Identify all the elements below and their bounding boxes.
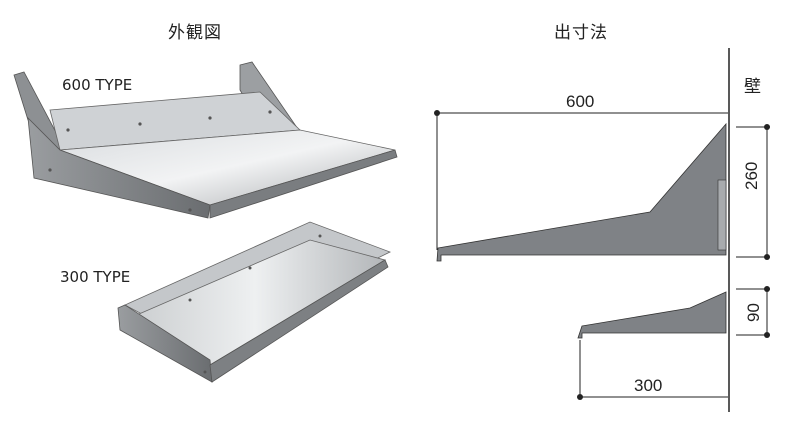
dim-600-text: 600	[566, 92, 595, 111]
dim-260-line	[736, 124, 770, 260]
profile-300-shape	[577, 291, 727, 339]
wall-label: 壁	[744, 77, 761, 96]
dim-300-text: 300	[634, 376, 663, 395]
shelf-600-illustration	[13, 61, 398, 219]
shelf-300-illustration	[117, 221, 392, 383]
exterior-view-heading: 外観図	[168, 23, 222, 43]
dim-260-text: 260	[742, 161, 761, 190]
dim-90-text: 90	[744, 303, 763, 322]
dim-300-line	[577, 340, 728, 400]
type-600-label: 600 TYPE	[62, 76, 133, 94]
dim-90-line	[736, 286, 770, 338]
dimensions-heading: 出寸法	[554, 23, 608, 43]
profile-600-shape	[436, 122, 727, 262]
type-300-label: 300 TYPE	[60, 268, 131, 286]
dim-600-line	[434, 110, 728, 250]
